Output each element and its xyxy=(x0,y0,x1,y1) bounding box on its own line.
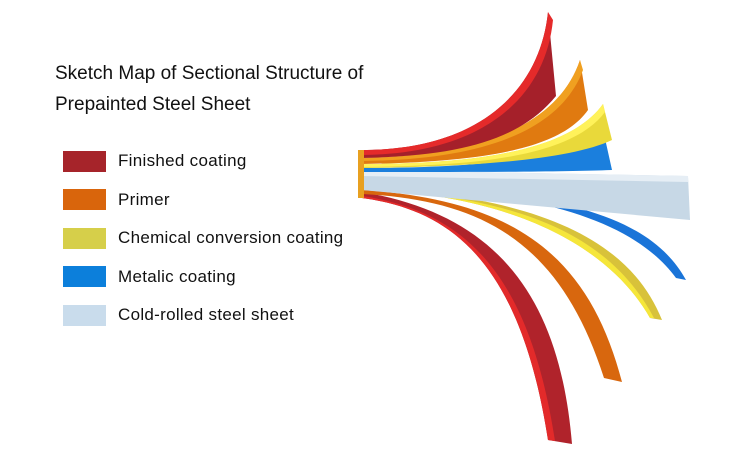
lower-finished-coating-ribbon xyxy=(362,192,572,444)
legend-label: Chemical conversion coating xyxy=(118,228,344,248)
upper-finished-coating-ribbon xyxy=(362,12,556,158)
title-line-2: Prepainted Steel Sheet xyxy=(55,94,251,115)
legend-item-primer: Primer xyxy=(63,181,343,220)
legend-swatch xyxy=(63,189,106,211)
legend-label: Finished coating xyxy=(118,151,247,171)
legend-item-finished-coating: Finished coating xyxy=(63,142,343,181)
title-line-1: Sketch Map of Sectional Structure of xyxy=(55,63,364,84)
legend-label: Metalic coating xyxy=(118,266,236,286)
legend-swatch xyxy=(63,304,106,326)
diagram-title: Sketch Map of Sectional Structure of Pre… xyxy=(55,58,363,120)
legend-label: Cold-rolled steel sheet xyxy=(118,305,295,325)
legend: Finished coating Primer Chemical convers… xyxy=(63,142,343,335)
upper-primer-ribbon xyxy=(362,60,588,164)
upper-chemical-ribbon xyxy=(362,104,612,168)
legend-swatch xyxy=(63,266,106,288)
legend-swatch xyxy=(63,227,106,249)
legend-swatch xyxy=(63,150,106,172)
steel-sheet xyxy=(362,170,690,220)
legend-item-chemical-conversion-coating: Chemical conversion coating xyxy=(63,219,343,258)
lower-primer-ribbon xyxy=(362,190,622,382)
upper-metalic-ribbon xyxy=(362,134,612,172)
legend-item-cold-rolled-steel-sheet: Cold-rolled steel sheet xyxy=(63,296,343,335)
legend-item-metalic-coating: Metalic coating xyxy=(63,258,343,297)
legend-label: Primer xyxy=(118,189,170,209)
layer-stack-edge xyxy=(358,150,364,198)
lower-metalic-ribbon xyxy=(362,184,686,280)
